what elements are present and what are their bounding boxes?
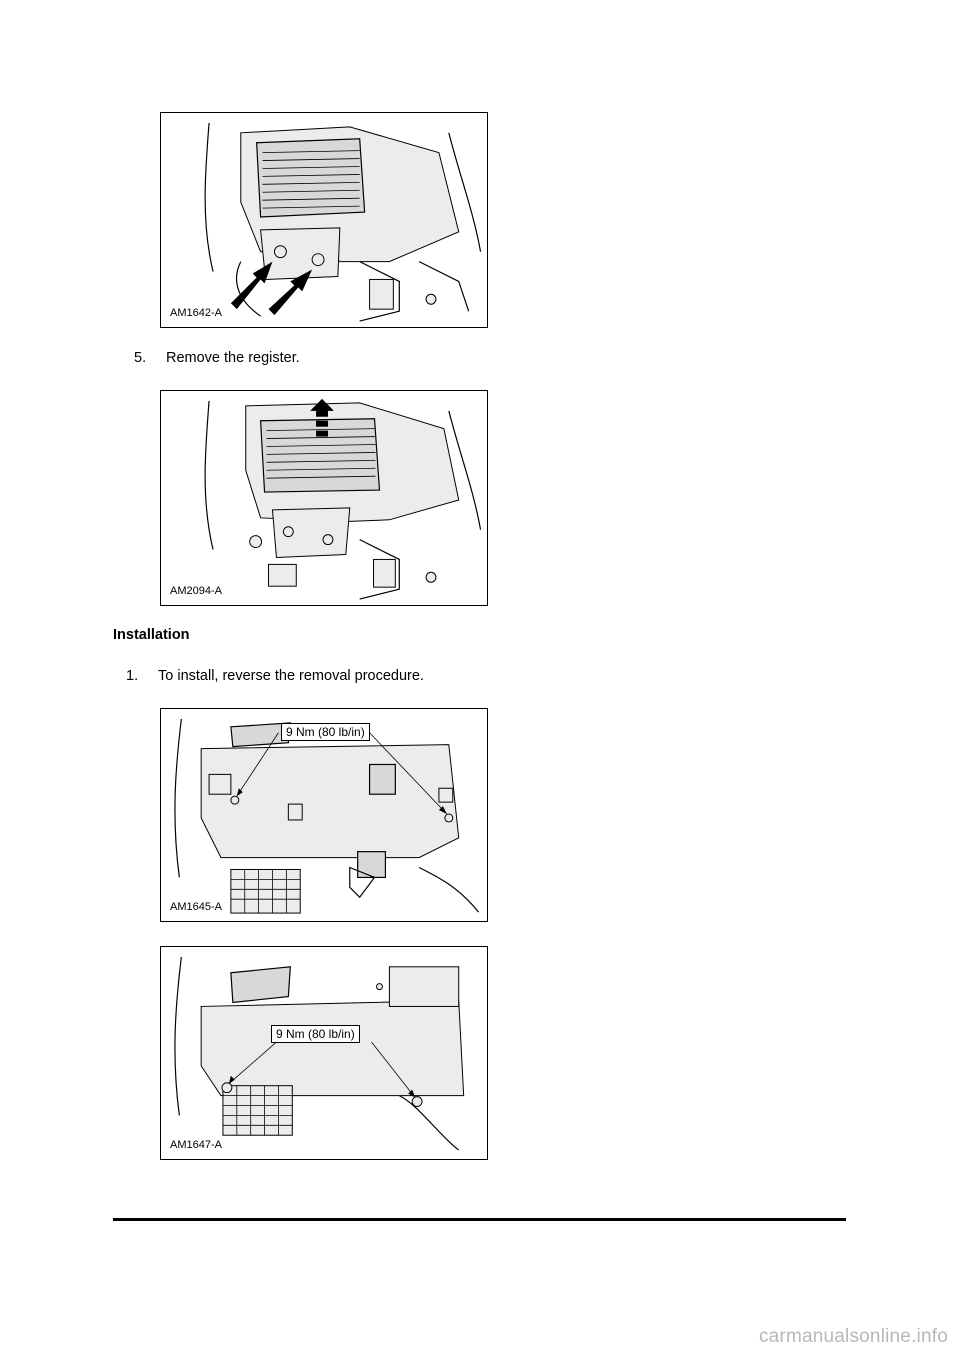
step-install: 1. To install, reverse the removal proced… (126, 668, 424, 684)
figure-id-label: AM2094-A (170, 585, 222, 597)
step-number: 5. (134, 350, 147, 366)
figure-id-label: AM1645-A (170, 901, 222, 913)
figure-id-label: AM1647-A (170, 1139, 222, 1151)
panel-torque-illustration (174, 718, 480, 914)
lower-panel-torque-illustration (174, 956, 465, 1151)
register-removal-illustration (204, 398, 482, 600)
step-number: 1. (126, 668, 139, 684)
torque-label: 9 Nm (80 lb/in) (271, 1025, 360, 1043)
step-text: To install, reverse the removal procedur… (158, 668, 424, 684)
register-screws-illustration (204, 122, 482, 322)
step-remove-register: 5. Remove the register. (134, 350, 300, 366)
torque-label: 9 Nm (80 lb/in) (281, 723, 370, 741)
section-heading-installation: Installation (113, 627, 190, 643)
footer-rule (113, 1218, 846, 1221)
figure-am1642: AM1642-A (160, 112, 488, 328)
figure-id-label: AM1642-A (170, 307, 222, 319)
step-text: Remove the register. (166, 350, 300, 366)
figure-am2094: AM2094-A (160, 390, 488, 606)
watermark: carmanualsonline.info (758, 1326, 948, 1347)
figure-am1645: 9 Nm (80 lb/in) AM1645-A (160, 708, 488, 922)
figure-am1647: 9 Nm (80 lb/in) AM1647-A (160, 946, 488, 1160)
